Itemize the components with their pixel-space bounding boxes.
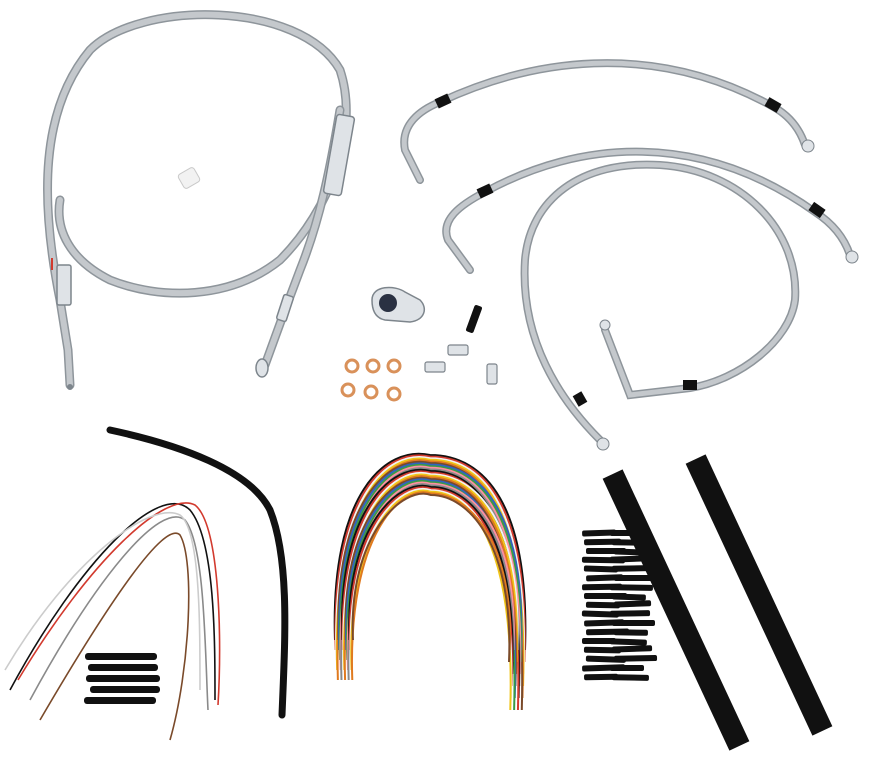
shrink-piece — [614, 655, 658, 662]
shrink-piece — [584, 538, 622, 546]
shrink-piece — [612, 620, 655, 626]
harness-wire — [334, 454, 526, 663]
harness-wire — [351, 491, 511, 681]
harness-wire — [351, 492, 511, 663]
harness-wire — [333, 452, 527, 651]
shrink-piece — [610, 665, 644, 671]
shrink-piece — [582, 529, 617, 537]
harness-wire — [348, 484, 514, 675]
shrink-piece — [614, 600, 652, 608]
shrink-piece — [583, 565, 618, 573]
brake-line-upper — [400, 59, 815, 184]
shrink-piece — [581, 610, 619, 618]
wire-harness-small — [4, 502, 221, 741]
shrink-piece — [583, 646, 621, 654]
cable-clamp — [371, 286, 426, 323]
shrink-piece — [609, 638, 647, 646]
copper-washers — [340, 358, 402, 402]
shrink-piece — [582, 638, 616, 644]
wire-harness-large — [333, 452, 527, 711]
brake-line-lower — [520, 160, 800, 451]
shrink-piece — [609, 584, 653, 591]
shrink-piece — [586, 574, 624, 582]
shrink-piece — [610, 555, 645, 563]
shrink-piece — [614, 575, 654, 581]
shrink-piece — [612, 565, 650, 572]
black-bolt — [466, 305, 482, 333]
cable-end-ferrule — [177, 167, 201, 189]
shrink-piece — [611, 593, 646, 601]
banjo-bolts — [424, 344, 498, 385]
heat-shrink-strip-right — [685, 454, 833, 736]
harness-wire — [338, 462, 523, 651]
shrink-piece — [612, 645, 653, 653]
harness-wire — [350, 489, 512, 711]
heat-shrink-small-bundle — [84, 653, 160, 704]
heat-shrink-tube-long — [106, 426, 289, 719]
shrink-piece — [610, 610, 651, 617]
shrink-piece — [585, 601, 620, 609]
shrink-piece — [613, 629, 648, 636]
shrink-piece — [584, 673, 619, 681]
brake-line-middle — [442, 147, 859, 274]
clutch-cable-fittings — [51, 113, 356, 390]
heat-shrink-strip-left — [602, 469, 750, 751]
shrink-piece — [611, 674, 649, 681]
